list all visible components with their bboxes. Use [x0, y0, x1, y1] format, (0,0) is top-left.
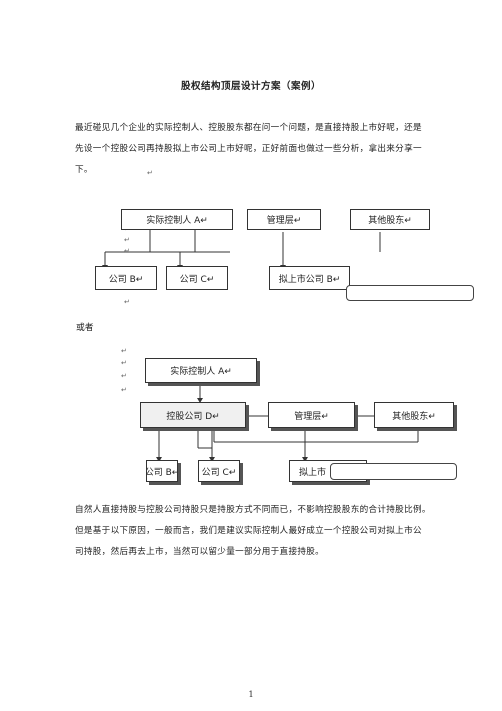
box-company-c: 公司 C↵ — [166, 266, 228, 290]
box-management: 管理层↵ — [247, 209, 321, 230]
para-mark: ↵ — [147, 169, 153, 177]
box-other-shareholders: 其他股东↵ — [350, 209, 430, 230]
box-management: 管理层↵ — [268, 402, 355, 428]
para-mark: ↵ — [121, 372, 127, 380]
box-listing-company: 拟上市公司 B↵ — [269, 266, 350, 290]
box-company-c: 公司 C↵ — [198, 460, 240, 482]
box-other-shareholders: 其他股东↵ — [374, 402, 454, 428]
box-holding-company: 控股公司 D↵ — [140, 402, 246, 428]
conclusion-line: 自然人直接持股与控股公司持股只是持股方式不同而已，不影响控股股东的合计持股比例。 — [75, 505, 431, 515]
page-number: 1 — [248, 690, 254, 699]
para-mark: ↵ — [121, 347, 127, 355]
para-mark: ↵ — [124, 247, 130, 255]
conclusion-paragraph: 自然人直接持股与控股公司持股只是持股方式不同而已，不影响控股股东的合计持股比例。… — [75, 500, 435, 563]
conclusion-line: 但是基于以下原因，一般而言，我们是建议实际控制人最好成立一个控股公司对拟上市公 — [75, 526, 422, 536]
intro-line: 先设一个控股公司再持股拟上市公司上市好呢，正好前面也做过一些分析，拿出来分享一 — [75, 144, 422, 154]
intro-line: 最近碰见几个企业的实际控制人、控股股东都在问一个问题，是直接持股上市好呢，还是 — [75, 123, 422, 133]
box-actual-controller: 实际控制人 A↵ — [145, 358, 257, 383]
para-mark: ↵ — [121, 359, 127, 367]
box-company-b: 公司 B↵ — [146, 460, 178, 482]
intro-paragraph: 最近碰见几个企业的实际控制人、控股股东都在问一个问题，是直接持股上市好呢，还是 … — [75, 118, 435, 181]
or-label: 或者 — [76, 323, 94, 333]
para-mark: ↵ — [124, 298, 130, 306]
para-mark: ↵ — [121, 386, 127, 394]
document-title: 股权结构顶层设计方案（案例） — [180, 81, 321, 92]
intro-line: 下。 — [75, 165, 93, 175]
callout-box — [346, 285, 474, 301]
para-mark: ↵ — [124, 236, 130, 244]
box-actual-controller: 实际控制人 A↵ — [121, 209, 233, 230]
conclusion-line: 司持股，然后再去上市，当然可以留少量一部分用于直接持股。 — [75, 547, 325, 557]
callout-box — [330, 463, 457, 480]
box-company-b: 公司 B↵ — [95, 266, 157, 290]
